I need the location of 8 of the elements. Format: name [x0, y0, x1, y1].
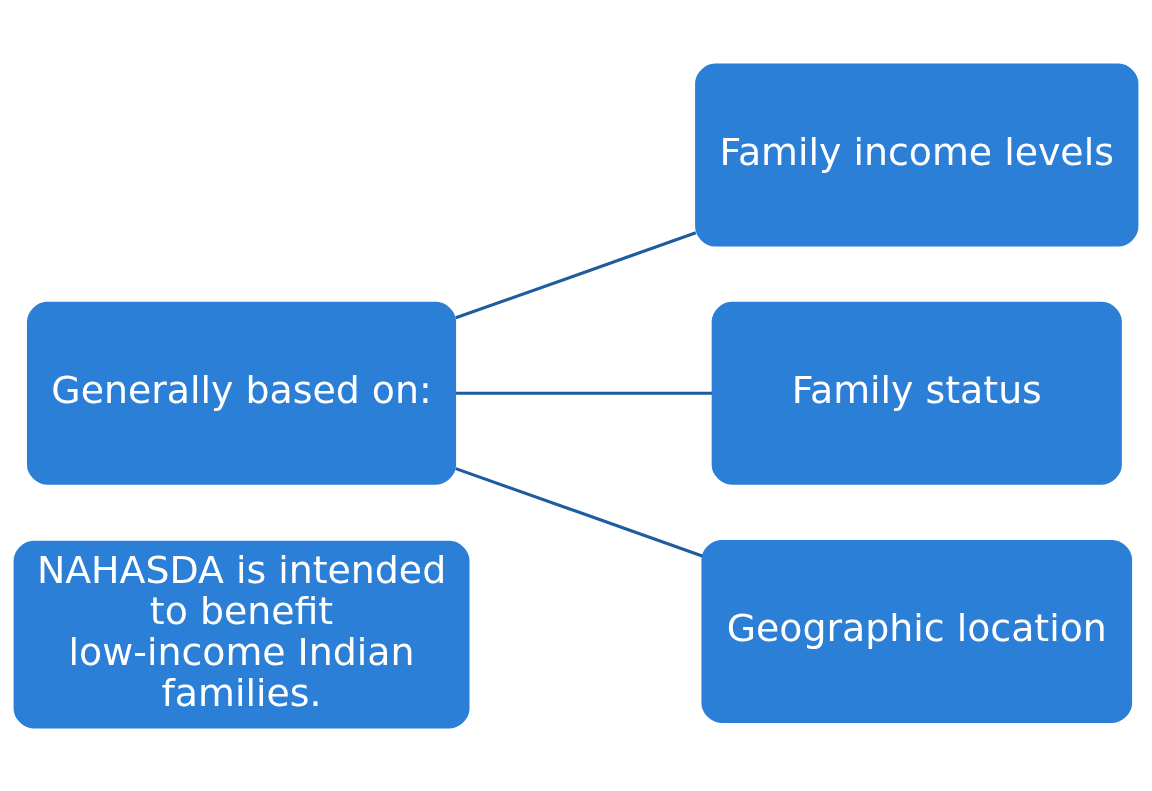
- connector: [455, 466, 703, 557]
- node-box: Family income levels: [695, 63, 1139, 246]
- node-box: Family status: [711, 301, 1122, 485]
- node-box: Generally based on:: [27, 301, 457, 485]
- node-box: Geographic location: [701, 539, 1133, 723]
- connector: [455, 391, 712, 395]
- connector: [455, 230, 697, 319]
- node-box: NAHASDA is intended to benefit low-income Indian families.: [13, 540, 470, 728]
